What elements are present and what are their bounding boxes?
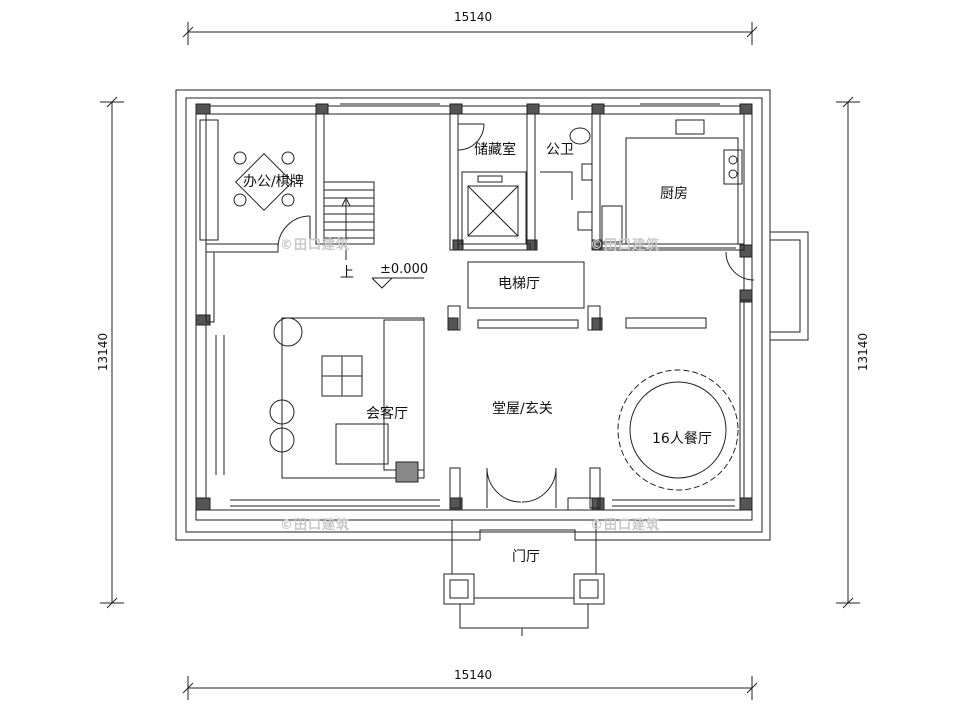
room-label-main-hall: 堂屋/玄关 bbox=[492, 401, 553, 417]
room-label-dining: 16人餐厅 bbox=[652, 431, 712, 447]
watermark: ©田口建筑 bbox=[590, 518, 661, 533]
elevator-shaft bbox=[461, 171, 527, 245]
interior-walls bbox=[205, 113, 753, 511]
dimension-right: 13140 bbox=[856, 332, 871, 372]
kitchen-fixtures bbox=[601, 119, 743, 249]
room-label-living: 会客厅 bbox=[366, 406, 408, 422]
elevation-marker bbox=[371, 277, 424, 289]
dimension-left: 13140 bbox=[96, 332, 111, 372]
windows bbox=[215, 103, 735, 507]
elevation-label: ±0.000 bbox=[380, 262, 429, 277]
toilet-fixtures bbox=[569, 127, 593, 231]
columns bbox=[195, 103, 753, 511]
stair-up-label: 上 bbox=[340, 265, 354, 281]
exterior-walls bbox=[175, 89, 771, 541]
bay-window bbox=[770, 231, 809, 341]
staircase bbox=[323, 181, 375, 260]
watermark: ©田口建筑 bbox=[280, 518, 351, 533]
elevator-hall-box bbox=[467, 261, 585, 309]
porch bbox=[443, 520, 605, 636]
room-label-vestibule: 门厅 bbox=[512, 549, 540, 565]
sideboard-right bbox=[625, 317, 707, 329]
doors bbox=[277, 123, 755, 508]
living-room-furniture bbox=[269, 317, 425, 483]
room-label-elevator-hall: 电梯厅 bbox=[498, 276, 540, 292]
dimension-top: 15140 bbox=[454, 10, 493, 24]
room-label-office: 办公/棋牌 bbox=[243, 174, 304, 190]
watermark: ©田口建筑 bbox=[590, 238, 661, 253]
watermark: ©田口建筑 bbox=[280, 238, 351, 253]
sideboard bbox=[477, 319, 579, 329]
room-label-storage: 储藏室 bbox=[474, 142, 516, 158]
dining-table bbox=[617, 369, 739, 491]
dimension-bottom: 15140 bbox=[454, 668, 493, 682]
office-table bbox=[199, 119, 295, 241]
room-label-toilet: 公卫 bbox=[546, 142, 574, 158]
dimension-lines bbox=[100, 22, 860, 700]
room-label-kitchen: 厨房 bbox=[660, 186, 688, 202]
